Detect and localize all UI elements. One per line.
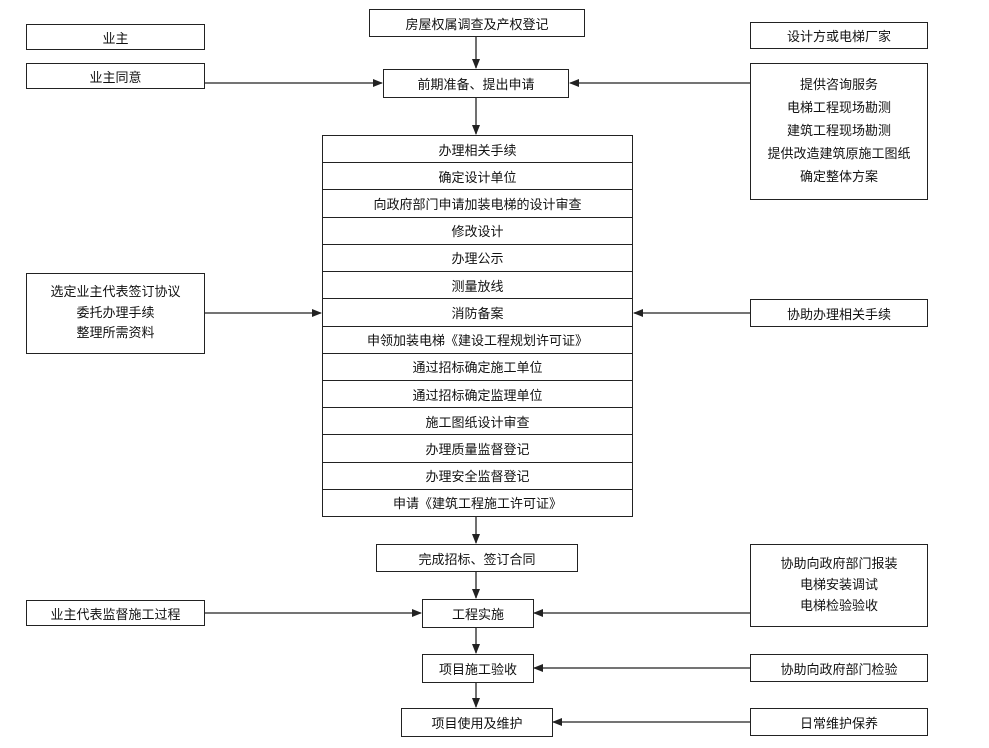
supplier-tasks-box: 协助向政府部门报装 电梯安装调试 电梯检验验收 bbox=[750, 544, 928, 627]
procedure-step: 测量放线 bbox=[323, 272, 632, 300]
assist-procedures-box: 协助办理相关手续 bbox=[750, 299, 928, 327]
designer-label: 设计方或电梯厂家 bbox=[786, 30, 891, 45]
owner-box: 业主 bbox=[26, 24, 205, 50]
designer-service: 建筑工程现场勘测 bbox=[786, 123, 891, 139]
bid-contract-label: 完成招标、签订合同 bbox=[418, 552, 536, 568]
procedure-step: 施工图纸设计审查 bbox=[323, 408, 632, 436]
procedure-step: 修改设计 bbox=[323, 218, 632, 245]
daily-maintenance-box: 日常维护保养 bbox=[750, 708, 928, 736]
property-survey-label: 房屋权属调查及产权登记 bbox=[405, 17, 549, 33]
owner-rep-box: 选定业主代表签订协议 委托办理手续 整理所需资料 bbox=[26, 273, 205, 354]
designer-service: 电梯工程现场勘测 bbox=[786, 100, 891, 116]
procedure-step: 通过招标确定监理单位 bbox=[323, 381, 632, 409]
procedure-step: 办理公示 bbox=[323, 245, 632, 273]
owner-rep-task: 整理所需资料 bbox=[76, 326, 155, 342]
bid-contract-box: 完成招标、签订合同 bbox=[376, 544, 578, 572]
owner-supervise-box: 业主代表监督施工过程 bbox=[26, 600, 205, 626]
owner-consent-box: 业主同意 bbox=[26, 63, 205, 89]
use-maintain-box: 项目使用及维护 bbox=[401, 708, 553, 737]
use-maintain-label: 项目使用及维护 bbox=[431, 717, 523, 732]
owner-consent-label: 业主同意 bbox=[89, 70, 142, 86]
procedure-step: 申领加装电梯《建设工程规划许可证》 bbox=[323, 327, 632, 354]
procedure-step: 确定设计单位 bbox=[323, 163, 632, 191]
supplier-task: 电梯检验验收 bbox=[799, 598, 878, 614]
prepare-apply-label: 前期准备、提出申请 bbox=[417, 78, 535, 93]
designer-service: 提供改造建筑原施工图纸 bbox=[767, 146, 911, 162]
prepare-apply-box: 前期准备、提出申请 bbox=[383, 69, 569, 98]
owner-rep-task: 委托办理手续 bbox=[76, 305, 155, 321]
assist-procedures-label: 协助办理相关手续 bbox=[786, 307, 891, 323]
property-survey-box: 房屋权属调查及产权登记 bbox=[369, 9, 585, 37]
procedure-step: 办理安全监督登记 bbox=[323, 463, 632, 490]
designer-service: 确定整体方案 bbox=[799, 169, 878, 185]
daily-maintenance-label: 日常维护保养 bbox=[799, 716, 878, 732]
construction-box: 工程实施 bbox=[422, 599, 534, 628]
assist-inspection-box: 协助向政府部门检验 bbox=[750, 654, 928, 682]
assist-inspection-label: 协助向政府部门检验 bbox=[780, 662, 898, 678]
procedure-step: 办理质量监督登记 bbox=[323, 435, 632, 463]
procedure-step: 通过招标确定施工单位 bbox=[323, 354, 632, 381]
procedure-step: 向政府部门申请加装电梯的设计审查 bbox=[323, 190, 632, 218]
designer-services-box: 提供咨询服务 电梯工程现场勘测 建筑工程现场勘测 提供改造建筑原施工图纸 确定整… bbox=[750, 63, 928, 200]
procedure-step: 申请《建筑工程施工许可证》 bbox=[392, 497, 562, 513]
owner-label: 业主 bbox=[102, 31, 129, 47]
acceptance-label: 项目施工验收 bbox=[438, 663, 517, 678]
supplier-task: 协助向政府部门报装 bbox=[780, 556, 898, 572]
procedure-step: 办理相关手续 bbox=[323, 136, 632, 164]
designer-service: 提供咨询服务 bbox=[799, 77, 878, 93]
procedure-step: 消防备案 bbox=[323, 299, 632, 327]
designer-box: 设计方或电梯厂家 bbox=[750, 22, 928, 49]
acceptance-box: 项目施工验收 bbox=[422, 654, 534, 683]
owner-supervise-label: 业主代表监督施工过程 bbox=[50, 607, 181, 623]
construction-label: 工程实施 bbox=[451, 608, 504, 623]
supplier-task: 电梯安装调试 bbox=[799, 577, 878, 593]
owner-rep-task: 选定业主代表签订协议 bbox=[50, 285, 181, 301]
procedures-stack: 办理相关手续 确定设计单位 向政府部门申请加装电梯的设计审查 修改设计 办理公示… bbox=[322, 135, 633, 517]
